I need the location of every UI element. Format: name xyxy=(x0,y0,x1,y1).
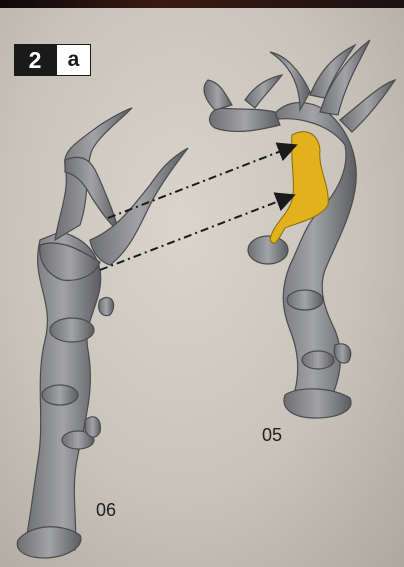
part-05-piece xyxy=(204,40,395,418)
part-label-06: 06 xyxy=(96,500,116,521)
part-06-piece xyxy=(17,108,188,558)
part-label-05: 05 xyxy=(262,425,282,446)
